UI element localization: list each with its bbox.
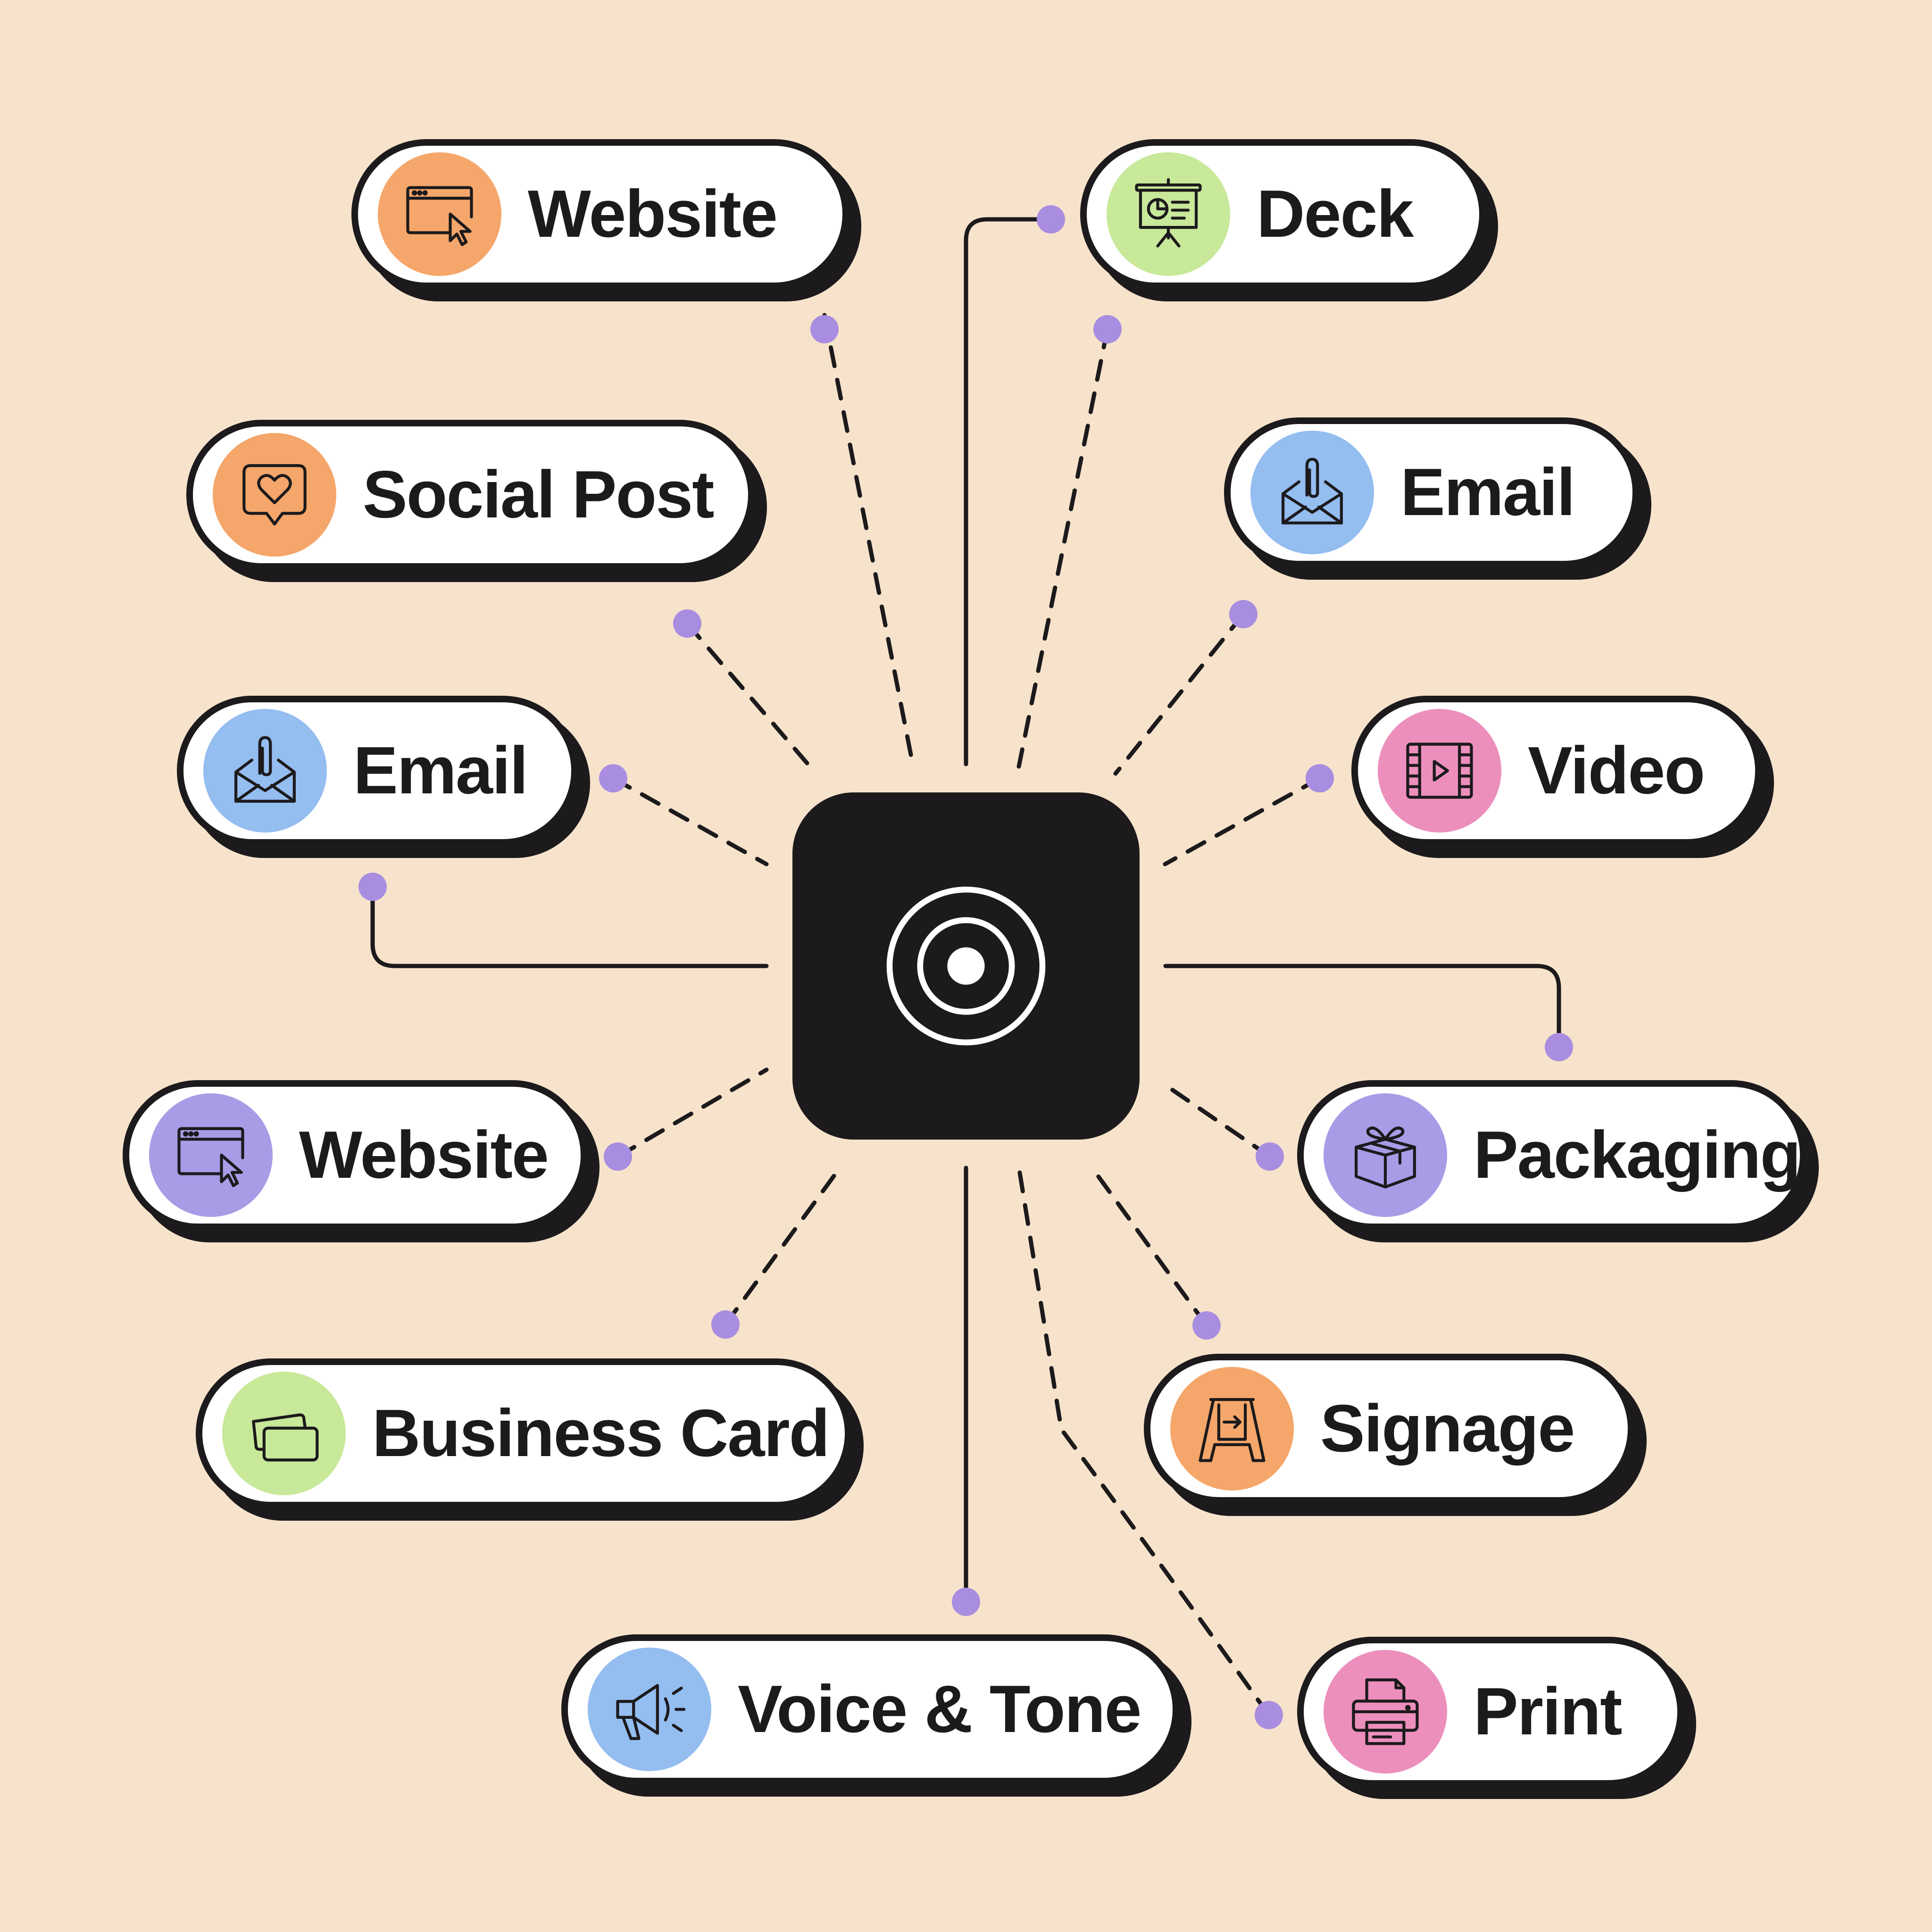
cards-icon: [252, 1413, 319, 1462]
connector-packaging: [1163, 1083, 1272, 1159]
connector-signage: [1089, 1165, 1209, 1328]
node-website-top[interactable]: Website: [351, 139, 849, 289]
node-business-card[interactable]: Business Card: [196, 1358, 851, 1508]
connector-dot: [673, 609, 701, 638]
connector-dot: [599, 764, 627, 792]
node-packaging-icon-bg: [1324, 1093, 1447, 1217]
megaphone-icon: [616, 1684, 686, 1740]
node-email-left-label: Email: [353, 733, 528, 808]
film-play-icon: [1406, 742, 1473, 799]
connector-website-bottom: [616, 1067, 769, 1159]
node-email-left-icon-bg: [203, 709, 327, 833]
browser-cursor-icon: [406, 186, 473, 246]
node-packaging[interactable]: Packaging: [1297, 1080, 1807, 1230]
connector-website-top: [822, 313, 916, 769]
connector-print: [1016, 1165, 1271, 1717]
connector-business-card: [723, 1165, 843, 1327]
node-email-left[interactable]: Email: [177, 696, 578, 846]
connector-dot: [1256, 1142, 1284, 1171]
connector-dot: [1192, 1311, 1221, 1340]
node-video[interactable]: Video: [1351, 696, 1762, 846]
node-print-label: Print: [1474, 1674, 1622, 1749]
node-voice-tone[interactable]: Voice & Tone: [561, 1634, 1179, 1784]
connector-deck-solid: [964, 217, 1053, 766]
node-business-card-icon-bg: [222, 1372, 346, 1495]
connector-dot: [810, 315, 839, 343]
connector-social-post: [685, 621, 818, 776]
node-signage[interactable]: Signage: [1144, 1354, 1634, 1504]
node-website-bottom-icon-bg: [149, 1093, 273, 1217]
connector-dot: [1037, 205, 1065, 233]
connector-dot: [604, 1142, 632, 1171]
gift-box-icon: [1355, 1126, 1416, 1189]
node-print-icon-bg: [1324, 1650, 1447, 1774]
connector-email-left-solid: [370, 884, 769, 968]
node-deck-icon-bg: [1107, 152, 1230, 276]
node-website-top-icon-bg: [378, 152, 501, 276]
node-packaging-label: Packaging: [1474, 1117, 1801, 1192]
node-business-card-label: Business Card: [372, 1396, 830, 1471]
connector-dot: [1545, 1033, 1573, 1061]
node-website-bottom[interactable]: Website: [123, 1080, 587, 1230]
connector-packaging-solid: [1163, 964, 1561, 1049]
connector-dot: [1229, 600, 1257, 628]
brand-hub[interactable]: [792, 792, 1140, 1140]
node-signage-label: Signage: [1320, 1391, 1575, 1466]
node-social-post-label: Social Post: [363, 457, 714, 532]
connector-deck: [1016, 326, 1110, 769]
node-email-right[interactable]: Email: [1224, 417, 1639, 567]
node-print[interactable]: Print: [1297, 1637, 1684, 1787]
node-website-bottom-label: Website: [299, 1117, 549, 1192]
node-voice-tone-icon-bg: [588, 1648, 711, 1771]
node-website-top-label: Website: [528, 176, 778, 251]
node-email-right-label: Email: [1400, 455, 1575, 530]
sign-board-icon: [1199, 1398, 1266, 1462]
node-deck[interactable]: Deck: [1080, 139, 1486, 289]
target-icon: [886, 886, 1046, 1046]
printer-icon: [1352, 1678, 1419, 1745]
connector-dot: [1255, 1701, 1283, 1729]
browser-cursor-icon: [177, 1127, 244, 1187]
envelope-clip-icon: [234, 736, 296, 803]
connector-email-right: [1113, 612, 1246, 776]
connector-dot: [952, 1588, 980, 1616]
heart-chat-icon: [242, 464, 307, 525]
node-voice-tone-label: Voice & Tone: [738, 1672, 1141, 1747]
connector-dot: [1093, 315, 1122, 343]
node-deck-label: Deck: [1257, 176, 1414, 251]
node-email-right-icon-bg: [1250, 431, 1374, 554]
node-video-icon-bg: [1378, 709, 1501, 833]
node-social-post[interactable]: Social Post: [186, 420, 755, 570]
connector-dot: [358, 873, 387, 901]
node-social-post-icon-bg: [213, 433, 336, 557]
connector-dot: [711, 1310, 740, 1339]
envelope-clip-icon: [1282, 458, 1343, 525]
connector-video: [1163, 776, 1322, 866]
presentation-icon: [1135, 178, 1202, 248]
connector-email-left: [611, 776, 769, 866]
node-video-label: Video: [1528, 733, 1705, 808]
connector-dot: [1306, 764, 1334, 792]
node-signage-icon-bg: [1170, 1367, 1294, 1491]
